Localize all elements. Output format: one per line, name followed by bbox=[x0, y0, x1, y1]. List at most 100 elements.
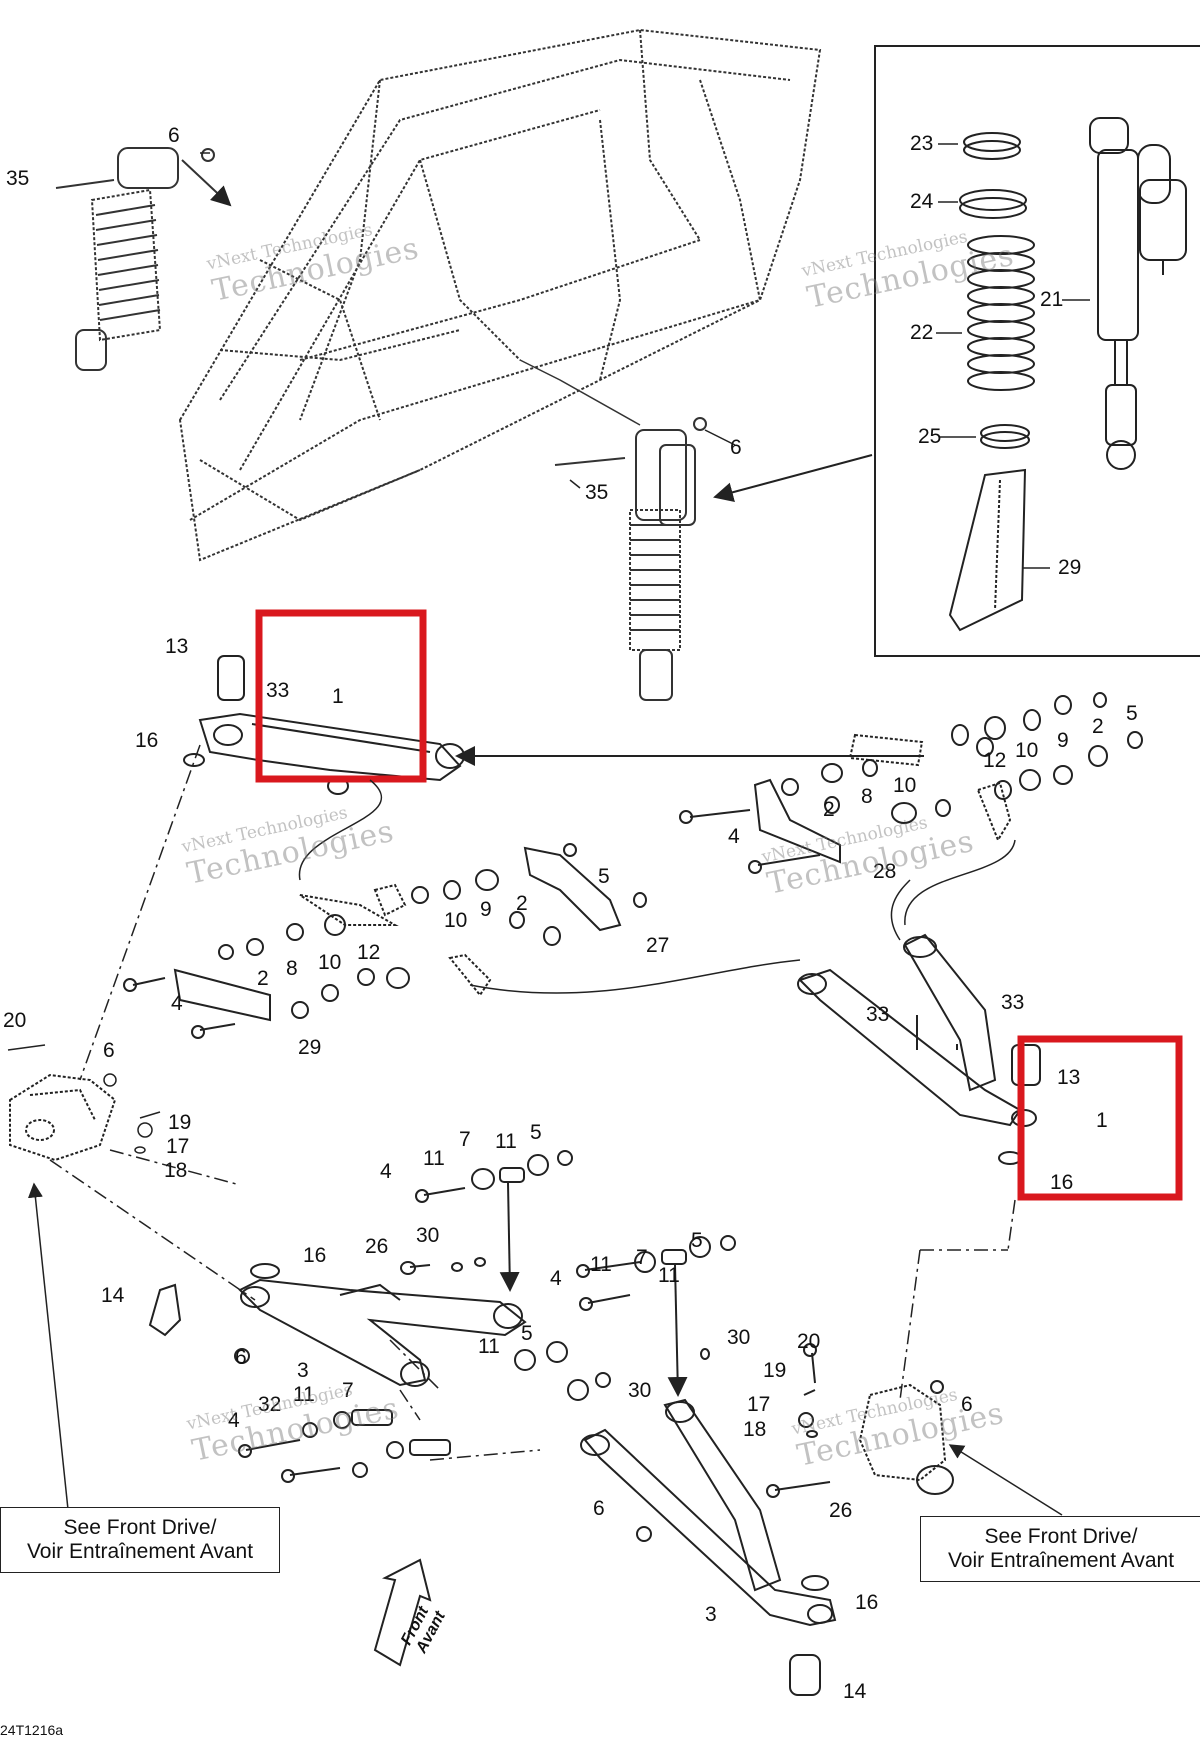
callout-14: 14 bbox=[843, 1680, 867, 1703]
note-line-2: Voir Entraînement Avant bbox=[26, 1540, 254, 1563]
callout-4: 4 bbox=[550, 1267, 562, 1290]
callout-35: 35 bbox=[6, 167, 30, 190]
callout-11: 11 bbox=[590, 1253, 612, 1276]
callout-2: 2 bbox=[1092, 715, 1104, 738]
callout-29: 29 bbox=[1058, 556, 1082, 579]
callout-26: 26 bbox=[829, 1499, 853, 1522]
callout-7: 7 bbox=[459, 1128, 471, 1151]
callout-8: 8 bbox=[286, 957, 298, 980]
callout-7: 7 bbox=[636, 1246, 648, 1269]
callout-2: 2 bbox=[257, 967, 269, 990]
note-line-2: Voir Entraînement Avant bbox=[947, 1549, 1175, 1572]
lower-a-arm-right bbox=[576, 1235, 954, 1696]
callout-5: 5 bbox=[598, 865, 610, 888]
callout-10: 10 bbox=[1015, 739, 1039, 762]
callout-30: 30 bbox=[727, 1326, 751, 1349]
callout-33: 33 bbox=[1001, 991, 1025, 1014]
figure-code: 24T1216a bbox=[0, 1722, 64, 1738]
callout-3: 3 bbox=[297, 1359, 309, 1382]
callout-16: 16 bbox=[1050, 1171, 1074, 1194]
callout-1: 1 bbox=[332, 685, 344, 708]
callout-17: 17 bbox=[166, 1135, 190, 1158]
callout-16: 16 bbox=[135, 729, 159, 752]
callout-11: 11 bbox=[478, 1335, 500, 1358]
shock-detail-inset bbox=[713, 45, 1200, 657]
callout-30: 30 bbox=[416, 1224, 440, 1247]
callout-6: 6 bbox=[961, 1393, 973, 1416]
highlight-box-lower-right bbox=[1017, 1035, 1183, 1201]
callout-7: 7 bbox=[342, 1379, 354, 1402]
callout-6: 6 bbox=[730, 436, 742, 459]
callout-20: 20 bbox=[3, 1009, 27, 1032]
callout-12: 12 bbox=[357, 941, 381, 964]
callout-18: 18 bbox=[743, 1418, 767, 1441]
front-drive-note-left: See Front Drive/ Voir Entraînement Avant bbox=[0, 1507, 280, 1573]
callout-11: 11 bbox=[495, 1130, 517, 1153]
callout-4: 4 bbox=[171, 992, 183, 1015]
callout-6: 6 bbox=[235, 1346, 247, 1369]
callout-30: 30 bbox=[628, 1379, 652, 1402]
note-line-1: See Front Drive/ bbox=[63, 1516, 217, 1539]
callout-11: 11 bbox=[658, 1264, 680, 1287]
rear-shock-center bbox=[519, 359, 707, 701]
callout-8: 8 bbox=[861, 785, 873, 808]
callout-22: 22 bbox=[910, 321, 934, 344]
callout-13: 13 bbox=[1057, 1066, 1081, 1089]
callout-4: 4 bbox=[380, 1160, 392, 1183]
front-drive-note-right: See Front Drive/ Voir Entraînement Avant bbox=[920, 1516, 1200, 1582]
callout-5: 5 bbox=[521, 1322, 533, 1345]
callout-4: 4 bbox=[228, 1409, 240, 1432]
callout-1: 1 bbox=[1096, 1109, 1108, 1132]
callout-5: 5 bbox=[1126, 702, 1138, 725]
callout-16: 16 bbox=[303, 1244, 327, 1267]
callout-4: 4 bbox=[728, 825, 740, 848]
upper-arm-hardware bbox=[123, 692, 1143, 1039]
callout-13: 13 bbox=[165, 635, 189, 658]
callout-33: 33 bbox=[866, 1003, 890, 1026]
callout-6: 6 bbox=[593, 1497, 605, 1520]
callout-33: 33 bbox=[266, 679, 290, 702]
callout-35: 35 bbox=[585, 481, 609, 504]
highlight-box-upper-left bbox=[255, 609, 427, 783]
upper-a-arm-left bbox=[183, 655, 924, 795]
callout-18: 18 bbox=[164, 1159, 188, 1182]
note-line-1: See Front Drive/ bbox=[984, 1525, 1138, 1548]
lower-a-arm-left bbox=[148, 1150, 631, 1483]
callout-5: 5 bbox=[691, 1229, 703, 1252]
callout-14: 14 bbox=[101, 1284, 125, 1307]
callout-28: 28 bbox=[873, 860, 897, 883]
callout-11: 11 bbox=[293, 1383, 315, 1406]
callout-12: 12 bbox=[983, 749, 1007, 772]
callout-10: 10 bbox=[444, 909, 468, 932]
callout-2: 2 bbox=[823, 798, 835, 821]
knuckle-left bbox=[9, 1073, 117, 1162]
callout-17: 17 bbox=[747, 1393, 771, 1416]
callout-26: 26 bbox=[365, 1235, 389, 1258]
callout-19: 19 bbox=[763, 1359, 787, 1382]
callout-6: 6 bbox=[103, 1039, 115, 1062]
callout-3: 3 bbox=[705, 1603, 717, 1626]
callout-27: 27 bbox=[646, 934, 670, 957]
callout-9: 9 bbox=[1057, 729, 1069, 752]
front-arrow-icon bbox=[373, 1558, 432, 1667]
callout-32: 32 bbox=[258, 1393, 282, 1416]
callout-29: 29 bbox=[298, 1036, 322, 1059]
callout-21: 21 bbox=[1040, 288, 1064, 311]
callout-24: 24 bbox=[910, 190, 934, 213]
callout-19: 19 bbox=[168, 1111, 192, 1134]
callout-20: 20 bbox=[797, 1330, 821, 1353]
callout-25: 25 bbox=[918, 425, 942, 448]
callout-2: 2 bbox=[516, 892, 528, 915]
callout-5: 5 bbox=[530, 1121, 542, 1144]
upper-a-arm-right bbox=[797, 879, 1041, 1165]
callout-10: 10 bbox=[893, 774, 917, 797]
callout-16: 16 bbox=[855, 1591, 879, 1614]
callout-9: 9 bbox=[480, 898, 492, 921]
vehicle-frame bbox=[178, 28, 822, 562]
callout-6: 6 bbox=[168, 124, 180, 147]
callout-10: 10 bbox=[318, 951, 342, 974]
rear-shock-left bbox=[55, 147, 232, 371]
callout-11: 11 bbox=[423, 1147, 445, 1170]
callout-23: 23 bbox=[910, 132, 934, 155]
